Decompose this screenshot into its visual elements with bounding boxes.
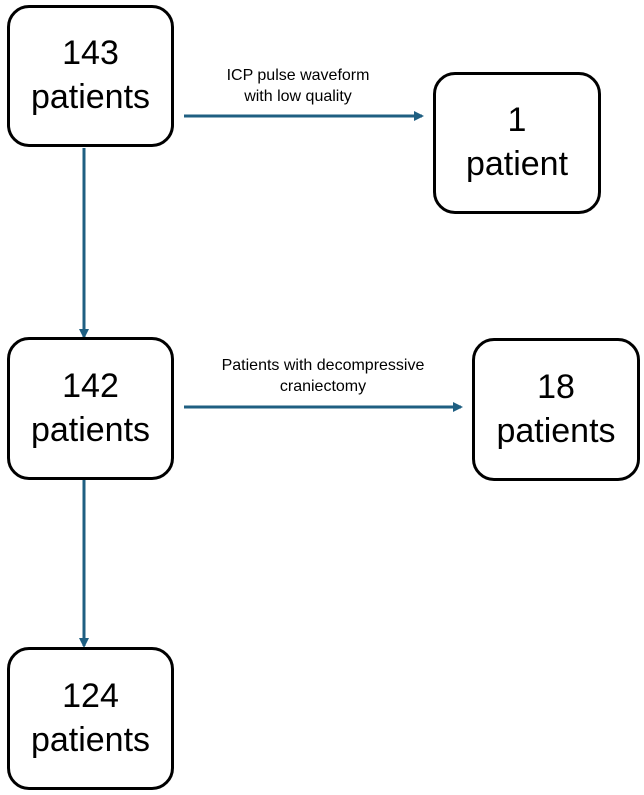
- exclusion-note-low-quality-line2: with low quality: [244, 87, 352, 105]
- box-1-number: 1: [507, 101, 527, 140]
- exclusion-note-low-quality-line1: ICP pulse waveform: [226, 67, 370, 84]
- exclusion-note-low-quality: ICP pulse waveform with low quality: [188, 66, 408, 108]
- box-142-label: patients: [30, 410, 151, 449]
- box-18-label: patients: [496, 411, 616, 450]
- box-18-number: 18: [537, 367, 575, 406]
- exclusion-note-craniectomy-line1: Patients with decompressive: [221, 357, 425, 374]
- box-143-patients: 143 patients: [7, 5, 174, 147]
- box-143-label: patients: [30, 78, 151, 116]
- box-124-label: patients: [30, 720, 151, 759]
- box-142-patients: 142 patients: [7, 337, 174, 480]
- box-124-patients: 124 patients: [7, 647, 174, 790]
- box-1-patient: 1 patient: [433, 72, 601, 214]
- exclusion-note-craniectomy-line2: craniectomy: [279, 377, 367, 395]
- box-142-number: 142: [62, 366, 119, 405]
- exclusion-note-craniectomy: Patients with decompressive craniectomy: [178, 356, 468, 398]
- box-124-number: 124: [62, 676, 119, 715]
- box-18-patients: 18 patients: [472, 338, 640, 481]
- box-1-label: patient: [465, 145, 569, 183]
- box-143-number: 143: [62, 34, 119, 73]
